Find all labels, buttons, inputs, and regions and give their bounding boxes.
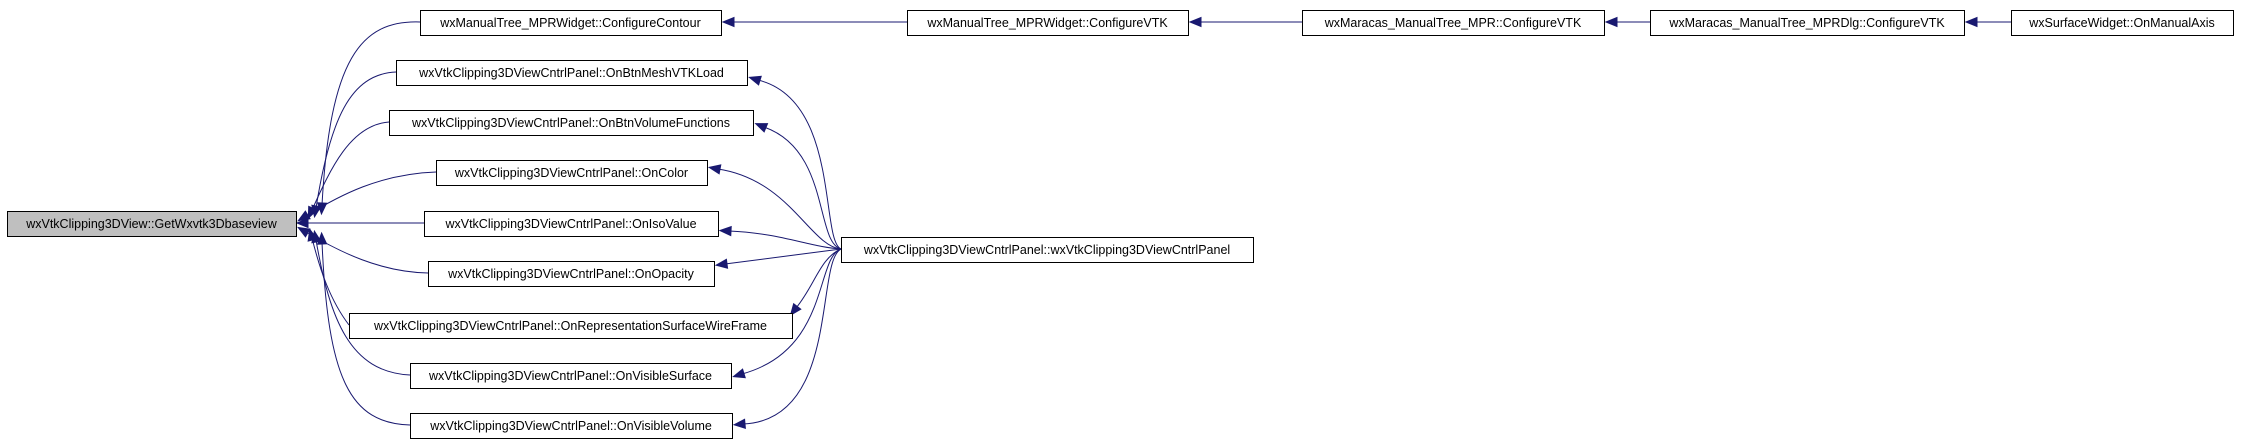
node-box[interactable] bbox=[428, 261, 715, 287]
caller-node[interactable]: wxVtkClipping3DViewCntrlPanel::OnIsoValu… bbox=[424, 211, 719, 237]
node-label: wxVtkClipping3DView::GetWxvtk3Dbaseview bbox=[25, 217, 278, 231]
arrowhead-icon bbox=[718, 225, 732, 237]
edge-n11-to-n2 bbox=[757, 79, 842, 250]
node-box[interactable] bbox=[396, 60, 748, 86]
edge-n11-to-n9 bbox=[742, 248, 842, 425]
arrowhead-icon bbox=[1188, 16, 1202, 28]
node-label: wxVtkClipping3DViewCntrlPanel::OnOpacity bbox=[447, 267, 694, 281]
node-label: wxManualTree_MPRWidget::ConfigureContour bbox=[439, 16, 701, 30]
node-label: wxMaracas_ManualTree_MPRDlg::ConfigureVT… bbox=[1668, 16, 1945, 30]
node-box[interactable] bbox=[410, 363, 732, 389]
arrowhead-icon bbox=[732, 368, 746, 379]
node-box[interactable] bbox=[424, 211, 719, 237]
arrowhead-icon bbox=[1964, 16, 1978, 28]
edge-n11-to-n6 bbox=[724, 248, 842, 265]
node-label: wxVtkClipping3DViewCntrlPanel::OnVisible… bbox=[428, 369, 712, 383]
arrowhead-icon bbox=[297, 226, 311, 238]
edge-n11-to-n5 bbox=[728, 230, 842, 250]
node-box[interactable] bbox=[349, 313, 793, 339]
edge-n9-to-n0 bbox=[321, 241, 411, 426]
arrowhead-icon bbox=[789, 302, 802, 317]
node-label: wxManualTree_MPRWidget::ConfigureVTK bbox=[926, 16, 1168, 30]
node-label: wxMaracas_ManualTree_MPR::ConfigureVTK bbox=[1324, 16, 1582, 30]
caller-node[interactable]: wxVtkClipping3DViewCntrlPanel::OnColor bbox=[436, 160, 708, 186]
node-label: wxSurfaceWidget::OnManualAxis bbox=[2028, 16, 2215, 30]
edge-n8-to-n0 bbox=[315, 239, 411, 376]
edge-n1-to-n0 bbox=[321, 21, 421, 206]
node-box[interactable] bbox=[7, 211, 297, 237]
edge-n3-to-n0 bbox=[311, 121, 390, 211]
arrowhead-icon bbox=[721, 16, 735, 28]
node-label: wxVtkClipping3DViewCntrlPanel::OnBtnVolu… bbox=[411, 116, 730, 130]
nodes-layer: wxVtkClipping3DView::GetWxvtk3Dbasevieww… bbox=[7, 10, 2234, 439]
node-box[interactable] bbox=[907, 10, 1189, 36]
caller-node[interactable]: wxVtkClipping3DViewCntrlPanel::OnVisible… bbox=[410, 413, 733, 439]
edges-layer bbox=[295, 16, 2011, 430]
caller-node[interactable]: wxVtkClipping3DViewCntrlPanel::OnReprese… bbox=[349, 313, 793, 339]
edge-n11-to-n3 bbox=[763, 126, 842, 250]
caller-node[interactable]: wxVtkClipping3DViewCntrlPanel::wxVtkClip… bbox=[841, 237, 1254, 263]
arrowhead-icon bbox=[1604, 16, 1618, 28]
node-box[interactable] bbox=[1302, 10, 1605, 36]
edge-n11-to-n4 bbox=[717, 168, 842, 250]
edge-n4-to-n0 bbox=[305, 171, 437, 217]
arrowhead-icon bbox=[732, 418, 746, 430]
node-box[interactable] bbox=[389, 110, 754, 136]
caller-node[interactable]: wxVtkClipping3DViewCntrlPanel::OnVisible… bbox=[410, 363, 732, 389]
arrowhead-icon bbox=[707, 164, 722, 175]
node-label: wxVtkClipping3DViewCntrlPanel::OnVisible… bbox=[429, 419, 712, 433]
edge-n7-to-n0 bbox=[311, 237, 350, 326]
edge-n11-to-n8 bbox=[741, 248, 842, 375]
arrowhead-icon bbox=[295, 217, 309, 229]
node-label: wxVtkClipping3DViewCntrlPanel::OnBtnMesh… bbox=[418, 66, 724, 80]
caller-node[interactable]: wxVtkClipping3DViewCntrlPanel::OnBtnVolu… bbox=[389, 110, 754, 136]
caller-node[interactable]: wxVtkClipping3DViewCntrlPanel::OnBtnMesh… bbox=[396, 60, 748, 86]
root-node[interactable]: wxVtkClipping3DView::GetWxvtk3Dbaseview bbox=[7, 211, 297, 237]
caller-node[interactable]: wxMaracas_ManualTree_MPR::ConfigureVTK bbox=[1302, 10, 1605, 36]
caller-node[interactable]: wxMaracas_ManualTree_MPRDlg::ConfigureVT… bbox=[1650, 10, 1965, 36]
node-label: wxVtkClipping3DViewCntrlPanel::wxVtkClip… bbox=[863, 243, 1230, 257]
node-box[interactable] bbox=[2011, 10, 2234, 36]
node-box[interactable] bbox=[410, 413, 733, 439]
caller-node[interactable]: wxManualTree_MPRWidget::ConfigureVTK bbox=[907, 10, 1189, 36]
caller-node[interactable]: wxVtkClipping3DViewCntrlPanel::OnOpacity bbox=[428, 261, 715, 287]
node-box[interactable] bbox=[436, 160, 708, 186]
arrowhead-icon bbox=[748, 75, 762, 86]
node-box[interactable] bbox=[841, 237, 1254, 263]
node-box[interactable] bbox=[420, 10, 722, 36]
arrowhead-icon bbox=[714, 258, 729, 269]
edge-n2-to-n0 bbox=[315, 71, 397, 209]
arrowhead-icon bbox=[311, 229, 322, 244]
caller-node[interactable]: wxSurfaceWidget::OnManualAxis bbox=[2011, 10, 2234, 36]
arrowhead-icon bbox=[754, 123, 769, 133]
node-box[interactable] bbox=[1650, 10, 1965, 36]
node-label: wxVtkClipping3DViewCntrlPanel::OnIsoValu… bbox=[444, 217, 696, 231]
caller-node[interactable]: wxManualTree_MPRWidget::ConfigureContour bbox=[420, 10, 722, 36]
node-label: wxVtkClipping3DViewCntrlPanel::OnColor bbox=[454, 166, 688, 180]
arrowhead-icon bbox=[316, 231, 328, 245]
node-label: wxVtkClipping3DViewCntrlPanel::OnReprese… bbox=[373, 319, 767, 333]
